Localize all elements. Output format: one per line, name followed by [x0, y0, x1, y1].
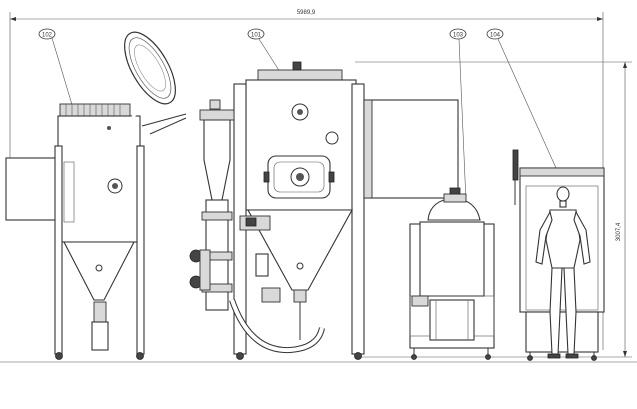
- machine-103: [409, 187, 495, 360]
- callout-102: 102: [38, 28, 74, 109]
- svg-text:104: 104: [490, 33, 501, 39]
- open-lid: [124, 31, 187, 135]
- machine-102: [5, 31, 221, 360]
- svg-text:101: 101: [251, 33, 262, 39]
- callout-104: 104: [486, 28, 557, 169]
- callout-101: 101: [247, 28, 281, 73]
- overall-width-label: 5989,9: [297, 10, 316, 16]
- svg-text:103: 103: [453, 33, 464, 39]
- human-figure: [535, 186, 591, 359]
- overall-height-label: 3007,4: [616, 222, 622, 241]
- machine-101: [189, 61, 459, 360]
- overall-height-dimension: 3007,4: [355, 61, 632, 358]
- svg-text:102: 102: [42, 33, 53, 39]
- callout-103: 103: [449, 28, 467, 203]
